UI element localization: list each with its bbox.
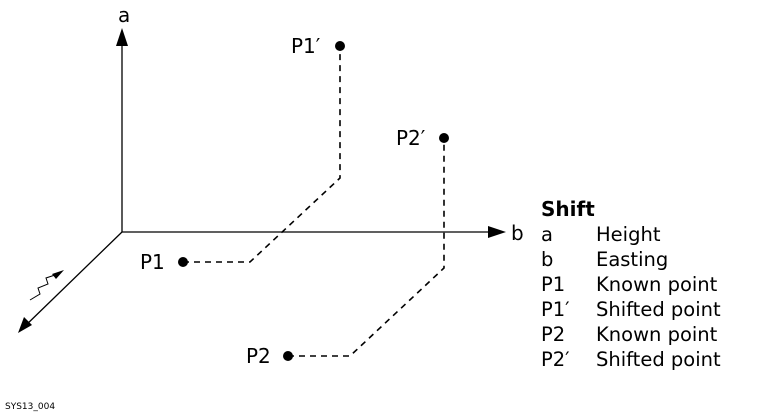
point-p2-shifted-label: P2′ — [396, 126, 426, 150]
legend-key: P1 — [541, 273, 566, 296]
legend-item: P2 Known point — [541, 322, 721, 347]
point-p2-label: P2 — [246, 344, 271, 368]
point-p2-shifted-marker — [439, 133, 449, 143]
legend-item: a Height — [541, 222, 721, 247]
shift-path-p1 — [183, 46, 341, 263]
point-p2-marker — [283, 351, 293, 361]
point-p1-shifted-marker — [335, 41, 345, 51]
figure-id: SYS13_004 — [5, 402, 55, 412]
legend-desc: Shifted point — [596, 348, 721, 371]
squiggle-arrowhead — [52, 270, 64, 279]
legend-desc: Easting — [596, 248, 669, 271]
legend-desc: Height — [596, 223, 661, 246]
legend: Shift a Height b Easting P1 Known point … — [541, 196, 721, 372]
legend-key: P1′ — [541, 298, 570, 321]
vertical-axis-label: a — [118, 3, 130, 27]
horizontal-axis-label: b — [511, 221, 524, 245]
legend-item: P1 Known point — [541, 272, 721, 297]
legend-key: P2′ — [541, 348, 570, 371]
legend-key: a — [541, 223, 553, 246]
legend-item: P2′ Shifted point — [541, 347, 721, 372]
legend-key: b — [541, 248, 554, 271]
point-p1-shifted-label: P1′ — [291, 34, 321, 58]
legend-key: P2 — [541, 323, 566, 346]
legend-item: P1′ Shifted point — [541, 297, 721, 322]
legend-desc: Shifted point — [596, 298, 721, 321]
horizontal-axis-arrowhead — [488, 226, 506, 238]
vertical-axis-arrowhead — [116, 28, 128, 46]
shift-path-p2 — [288, 138, 445, 357]
depth-axis-arrowhead — [18, 317, 32, 333]
squiggle-arrow-icon — [29, 274, 56, 301]
legend-item: b Easting — [541, 247, 721, 272]
legend-desc: Known point — [596, 273, 718, 296]
legend-desc: Known point — [596, 323, 718, 346]
point-p1-marker — [178, 257, 188, 267]
legend-title: Shift — [541, 197, 595, 221]
point-p1-label: P1 — [140, 250, 165, 274]
depth-axis — [21, 231, 123, 330]
